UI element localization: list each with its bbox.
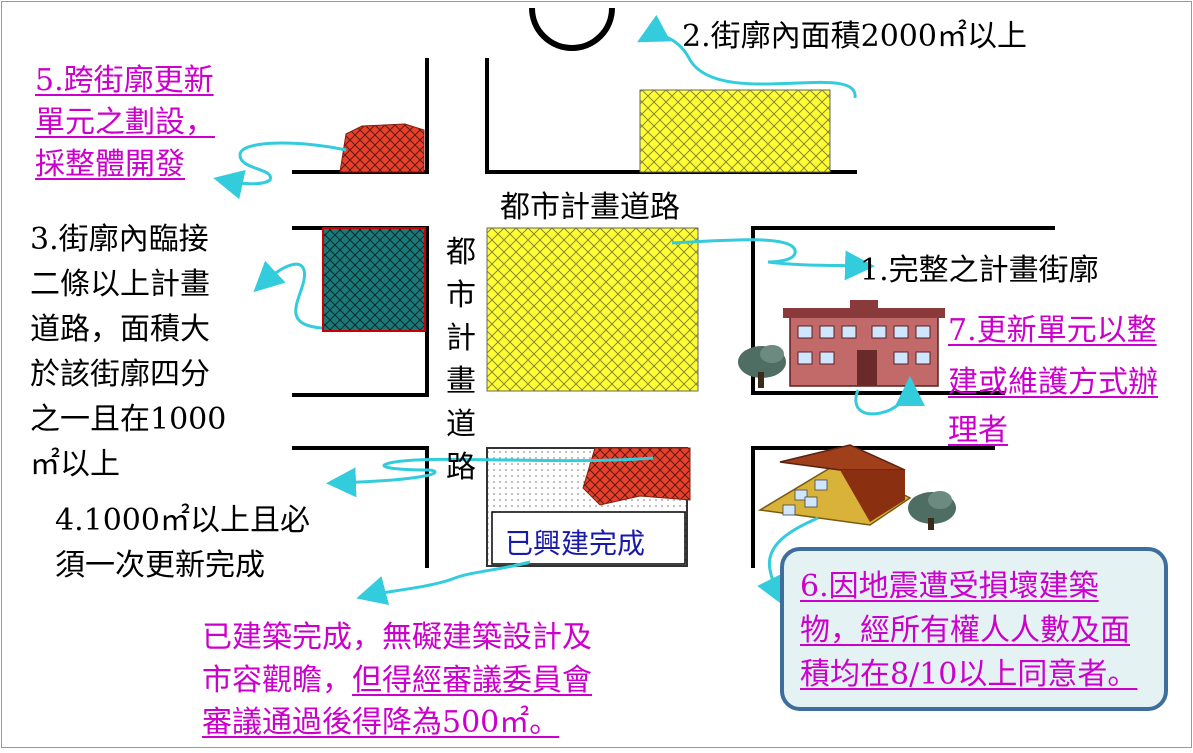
block-bottom-left-edges <box>292 446 429 568</box>
label-6-box <box>780 547 1168 711</box>
built-box <box>491 511 686 565</box>
label-4-line2: 須一次更新完成 <box>55 548 265 583</box>
label-5-line3: 採整體開發 <box>35 147 185 182</box>
arrow-4 <box>326 456 654 498</box>
built-label: 已興建完成 <box>505 527 645 560</box>
svg-text:市: 市 <box>446 278 476 313</box>
arrow-7 <box>854 376 925 416</box>
label-6-line3: 積均在8/10以上同意者。 <box>800 657 1138 692</box>
label-3-line6: ㎡以上 <box>30 447 120 482</box>
road-label-vertical: 都 市 計 畫 道 路 <box>446 235 476 485</box>
label-6-line2: 物，經所有權人人數及面 <box>800 613 1130 648</box>
svg-text:都: 都 <box>446 235 476 270</box>
arrow-1 <box>671 238 875 281</box>
label-5-line2: 單元之劃設， <box>35 105 215 140</box>
tree-icon <box>908 491 956 530</box>
label-7-line1: 7.更新單元以整 <box>948 313 1157 348</box>
bottom-label-line2-plain: 市容觀瞻， <box>202 663 352 698</box>
yellow-parcel-center <box>486 227 699 392</box>
block-top-left-edges <box>292 58 429 174</box>
red-parcel-bottom <box>582 447 691 506</box>
building-icon <box>783 300 945 387</box>
label-3-line5: 之一且在1000 <box>30 402 227 437</box>
bottom-label-line2-underlined: 但得經審議委員會 <box>352 663 592 698</box>
yellow-parcel-top <box>639 89 831 173</box>
pointer-arrows <box>213 14 925 607</box>
svg-text:道: 道 <box>446 407 476 442</box>
label-3-line3: 道路，面積大 <box>30 312 210 347</box>
svg-text:計: 計 <box>446 321 476 356</box>
label-7-line2: 建或維護方式辦 <box>948 365 1158 400</box>
tree-icon <box>738 345 786 388</box>
label-2: 2.街廓內面積2000㎡以上 <box>682 19 1027 54</box>
road-label-horizontal: 都市計畫道路 <box>500 190 680 225</box>
svg-text:路: 路 <box>446 450 476 485</box>
label-5-line1: 5.跨街廓更新 <box>35 63 214 98</box>
top-circle-fragment <box>529 7 615 51</box>
arrow-bottom <box>356 560 531 606</box>
label-7-line3: 理者 <box>948 413 1008 448</box>
block-right-middle-edges <box>751 226 1055 395</box>
label-3-line2: 二條以上計畫 <box>30 267 210 302</box>
label-4-line1: 4.1000㎡以上且必 <box>55 503 310 538</box>
block-bottom-right-edges <box>751 446 995 568</box>
bottom-label-line1: 已建築完成，無礙建築設計及 <box>202 620 592 655</box>
svg-text:畫: 畫 <box>446 364 476 399</box>
arrow-3 <box>253 260 323 330</box>
red-parcel-top-left <box>339 123 425 173</box>
label-1: 1.完整之計畫街廓 <box>860 253 1099 288</box>
house-icon <box>757 444 912 526</box>
label-6-line1: 6.因地震遭受損壞建築 <box>800 569 1099 604</box>
arrow-5 <box>213 141 347 200</box>
label-3-line4: 於該街廓四分 <box>30 357 210 392</box>
bottom-label-line3: 審議通過後得降為500㎡。 <box>202 705 560 740</box>
arrow-2 <box>637 14 857 99</box>
label-3-line1: 3.街廓內臨接 <box>30 222 209 257</box>
bottom-label-line2: 市容觀瞻，但得經審議委員會 <box>202 660 592 702</box>
teal-parcel <box>322 227 426 332</box>
arrow-6 <box>757 516 819 607</box>
